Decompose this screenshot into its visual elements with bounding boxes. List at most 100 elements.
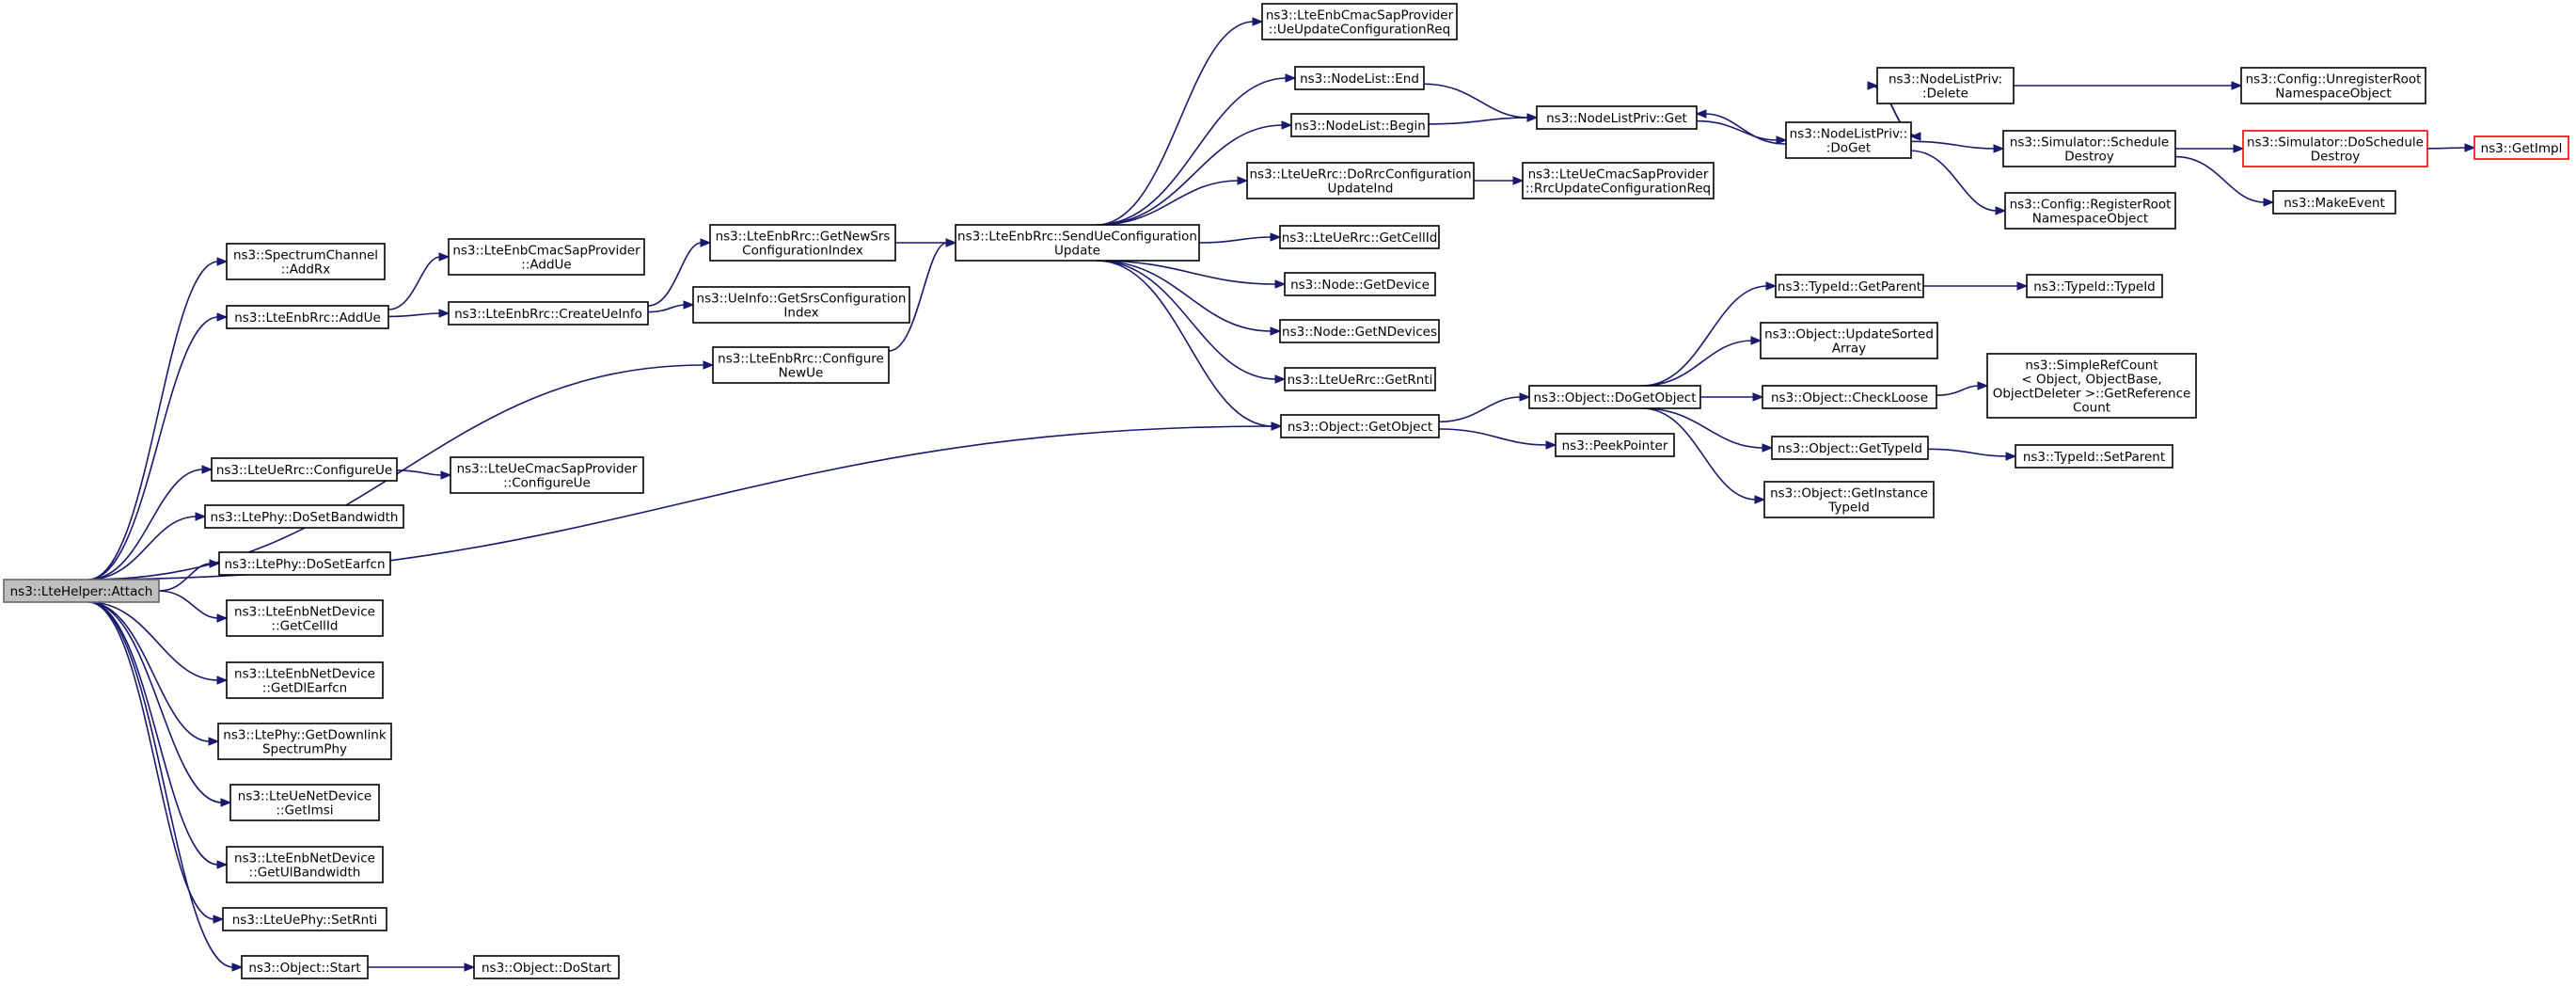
node-label: ns3::PeekPointer: [1562, 438, 1668, 453]
node-uerrc-getrnti[interactable]: ns3::LteUeRrc::GetRnti: [1284, 367, 1436, 391]
node-uedev-getimsi[interactable]: ns3::LteUeNetDevice::GetImsi: [229, 784, 380, 821]
node-enbdev-getulbw[interactable]: ns3::LteEnbNetDevice::GetUlBandwidth: [226, 846, 384, 883]
node-uerrc-configureue[interactable]: ns3::LteUeRrc::ConfigureUe: [211, 457, 398, 482]
node-makeevent[interactable]: ns3::MakeEvent: [2272, 190, 2396, 215]
edge-nlpriv-delete-to-unregister-root: [2014, 81, 2243, 90]
arrowhead-icon: [201, 465, 213, 474]
node-nodelist-end[interactable]: ns3::NodeList::End: [1294, 66, 1425, 90]
node-uerrc-getcellid[interactable]: ns3::LteUeRrc::GetCellId: [1279, 225, 1440, 249]
node-label: ns3::LteUeRrc::ConfigureUe: [216, 463, 392, 478]
node-nlpriv-get[interactable]: ns3::NodeListPriv::Get: [1536, 105, 1698, 130]
node-spectrum-addrx[interactable]: ns3::SpectrumChannel::AddRx: [226, 243, 386, 280]
node-attach[interactable]: ns3::LteHelper::Attach: [3, 579, 160, 603]
node-box: [217, 723, 392, 760]
node-node-getdevice[interactable]: ns3::Node::GetDevice: [1284, 272, 1436, 296]
node-ueupdate-req[interactable]: ns3::LteEnbCmacSapProvider::UeUpdateConf…: [1261, 3, 1458, 40]
edge-line: [387, 312, 441, 318]
node-nodelist-begin[interactable]: ns3::NodeList::Begin: [1290, 113, 1430, 137]
node-peekpointer[interactable]: ns3::PeekPointer: [1555, 433, 1675, 457]
edge-typeid-getparent-to-typeid-typeid: [1922, 281, 2029, 291]
node-box: [2473, 135, 2569, 160]
arrowhead-icon: [2233, 144, 2245, 153]
node-label: ns3::GetImpl: [2481, 141, 2563, 156]
node-typeid-typeid[interactable]: ns3::TypeId::TypeId: [2026, 274, 2163, 298]
arrowhead-icon: [2231, 81, 2243, 90]
node-label: ns3::LteUeCmacSapProvider: [1528, 167, 1709, 183]
node-box: [1279, 319, 1440, 343]
arrowhead-icon: [1526, 113, 1539, 122]
node-enbrrc-addue[interactable]: ns3::LteEnbRrc::AddUe: [226, 305, 389, 329]
node-label: ns3::SpectrumChannel: [233, 248, 378, 263]
node-object-dogetobject[interactable]: ns3::Object::DoGetObject: [1528, 385, 1701, 409]
edge-line: [87, 364, 705, 580]
arrowhead-icon: [1909, 132, 1921, 141]
edge-attach-to-enbdev-getcellid: [158, 590, 229, 623]
arrowhead-icon: [438, 252, 450, 262]
edge-object-dogetobject-to-object-gettypeid: [1641, 407, 1774, 453]
node-enbdev-getdlearfcn[interactable]: ns3::LteEnbNetDevice::GetDlEarfcn: [226, 661, 384, 699]
node-box: [1876, 67, 2015, 104]
node-unregister-root[interactable]: ns3::Config::UnregisterRootNamespaceObje…: [2240, 67, 2426, 104]
node-node-getndevices[interactable]: ns3::Node::GetNDevices: [1279, 319, 1440, 343]
edges-layer: [87, 17, 2476, 972]
arrowhead-icon: [1285, 73, 1297, 83]
node-label: Destroy: [2064, 150, 2114, 165]
edge-checkloose-to-simplerefcount: [1936, 381, 1989, 396]
node-simplerefcount[interactable]: ns3::SimpleRefCount< Object, ObjectBase,…: [1986, 353, 2197, 419]
node-label: ns3::Simulator::DoSchedule: [2247, 135, 2424, 151]
node-object-start[interactable]: ns3::Object::Start: [241, 955, 369, 979]
node-box: [1771, 436, 1929, 460]
node-typeid-getparent[interactable]: ns3::TypeId::GetParent: [1775, 274, 1924, 298]
arrowhead-icon: [1977, 381, 1989, 390]
node-rrcupdate-req[interactable]: ns3::LteUeCmacSapProvider::RrcUpdateConf…: [1522, 162, 1715, 199]
node-label: ns3::Object::GetTypeId: [1778, 441, 1922, 456]
node-getimpl[interactable]: ns3::GetImpl: [2473, 135, 2569, 160]
node-object-dostart[interactable]: ns3::Object::DoStart: [473, 955, 620, 979]
node-phy-doseteafcn[interactable]: ns3::LtePhy::DoSetEarfcn: [218, 551, 391, 576]
node-label: ::UeUpdateConfigurationReq: [1269, 23, 1450, 38]
edge-line: [647, 304, 686, 313]
edge-line: [1641, 285, 1768, 387]
node-object-getobject[interactable]: ns3::Object::GetObject: [1280, 414, 1440, 438]
node-label: ns3::NodeList::End: [1300, 72, 1419, 87]
node-send-ueconfig[interactable]: ns3::LteEnbRrc::SendUeConfigurationUpdat…: [955, 224, 1200, 262]
node-enbdev-getcellid[interactable]: ns3::LteEnbNetDevice::GetCellId: [226, 599, 384, 637]
node-label: ns3::Object::CheckLoose: [1771, 390, 1928, 406]
arrowhead-icon: [1512, 176, 1525, 185]
node-getnewsrs[interactable]: ns3::LteEnbRrc::GetNewSrsConfigurationIn…: [709, 224, 896, 262]
edge-nlpriv-doget-to-sim-schedule-destroy: [1910, 140, 2005, 153]
node-phy-dosetbandwidth[interactable]: ns3::LtePhy::DoSetBandwidth: [204, 504, 404, 529]
node-label: ns3::TypeId::TypeId: [2033, 279, 2156, 294]
arrowhead-icon: [703, 360, 715, 370]
edge-line: [1096, 260, 1273, 427]
node-dorrc-update[interactable]: ns3::LteUeRrc::DoRrcConfigurationUpdateI…: [1246, 162, 1475, 199]
edge-send-ueconfig-to-dorrc-update: [1096, 176, 1249, 226]
node-checkloose[interactable]: ns3::Object::CheckLoose: [1762, 385, 1937, 409]
node-label: ns3::LteUeRrc::GetCellId: [1282, 231, 1438, 246]
edge-line: [1096, 124, 1284, 226]
node-uephy-setrnti[interactable]: ns3::LteUePhy::SetRnti: [222, 907, 387, 931]
arrowhead-icon: [1867, 81, 1879, 90]
edge-line: [158, 563, 212, 592]
node-uecmac-configureue[interactable]: ns3::LteUeCmacSapProvider::ConfigureUe: [450, 456, 644, 494]
node-create-ueinfo[interactable]: ns3::LteEnbRrc::CreateUeInfo: [448, 301, 649, 326]
edge-line: [1927, 448, 2008, 457]
node-nlpriv-delete[interactable]: ns3::NodeListPriv::Delete: [1876, 67, 2015, 104]
node-nlpriv-doget[interactable]: ns3::NodeListPriv:::DoGet: [1785, 121, 1912, 159]
node-typeid-setparent[interactable]: ns3::TypeId::SetParent: [2015, 444, 2173, 469]
node-label: Index: [783, 306, 818, 321]
node-cmac-addue[interactable]: ns3::LteEnbCmacSapProvider::AddUe: [448, 238, 645, 276]
edge-line: [87, 601, 215, 920]
node-object-gettypeid[interactable]: ns3::Object::GetTypeId: [1771, 436, 1929, 460]
node-label: ns3::LteEnbRrc::AddUe: [234, 310, 381, 326]
node-label: ns3::Config::UnregisterRoot: [2246, 72, 2422, 87]
